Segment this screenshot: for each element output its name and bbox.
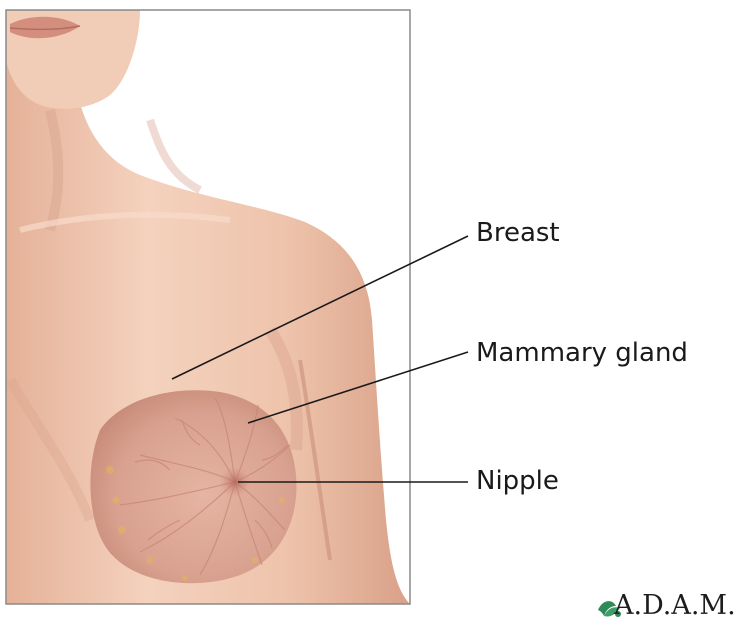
label-mammary-gland: Mammary gland [476,340,688,366]
breast-gland [90,390,296,583]
label-nipple: Nipple [476,468,559,494]
adam-logo-text: A.D.A.M. [614,592,736,619]
label-breast: Breast [476,220,560,246]
